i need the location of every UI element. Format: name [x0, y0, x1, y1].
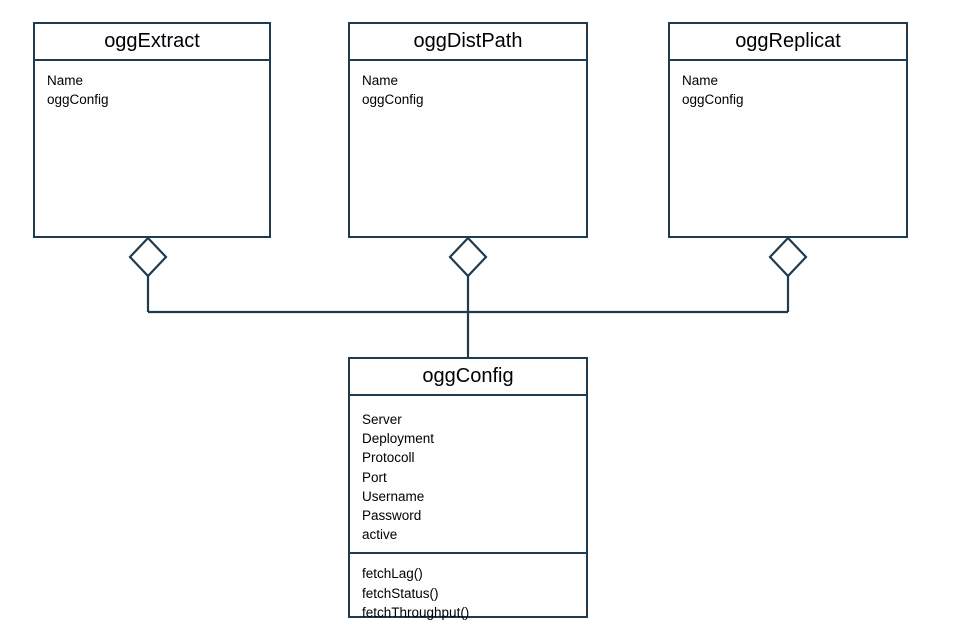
uml-attribute: oggConfig — [682, 92, 744, 107]
uml-class-oggconfig[interactable]: oggConfig Server Deployment Protocoll Po… — [348, 357, 588, 620]
uml-attribute: Name — [47, 73, 84, 88]
uml-method: fetchStatus() — [362, 585, 439, 601]
uml-attribute: Server — [362, 412, 402, 427]
uml-attributes-compartment: Name oggConfig — [35, 61, 269, 236]
aggregation-oggextract-oggconfig — [128, 236, 168, 312]
uml-class-oggextract[interactable]: oggExtract Name oggConfig — [33, 22, 271, 238]
uml-attribute: oggConfig — [362, 92, 424, 107]
uml-method: fetchThroughput() — [362, 604, 470, 620]
uml-attribute: active — [362, 527, 398, 543]
uml-class-title: oggExtract — [35, 24, 269, 61]
aggregation-diamond-icon — [448, 236, 488, 278]
uml-attribute: Username — [362, 488, 425, 504]
uml-attribute: Name — [682, 73, 719, 88]
uml-attribute: oggConfig — [47, 92, 109, 107]
uml-attribute: Deployment — [362, 431, 435, 447]
uml-attribute: Password — [362, 508, 422, 524]
uml-attribute: Name — [362, 73, 399, 88]
aggregation-diamond-icon — [128, 236, 168, 278]
aggregation-oggdistpath-oggconfig — [448, 236, 488, 357]
uml-class-title: oggDistPath — [350, 24, 586, 61]
uml-attributes-compartment: Name oggConfig — [350, 61, 586, 236]
uml-class-oggreplicat[interactable]: oggReplicat Name oggConfig — [668, 22, 908, 238]
uml-methods-compartment: fetchLag() fetchStatus() fetchThroughput… — [350, 552, 586, 630]
uml-attributes-compartment: Name oggConfig — [670, 61, 906, 236]
aggregation-oggreplicat-oggconfig — [768, 236, 808, 312]
uml-class-title: oggReplicat — [670, 24, 906, 61]
uml-attributes-compartment: Server Deployment Protocoll Port Usernam… — [350, 396, 586, 552]
uml-attribute: Port — [362, 469, 387, 485]
uml-attribute: Protocoll — [362, 450, 415, 466]
uml-class-oggdistpath[interactable]: oggDistPath Name oggConfig — [348, 22, 588, 238]
aggregation-diamond-icon — [768, 236, 808, 278]
uml-class-title: oggConfig — [350, 359, 586, 396]
uml-method: fetchLag() — [362, 566, 423, 582]
